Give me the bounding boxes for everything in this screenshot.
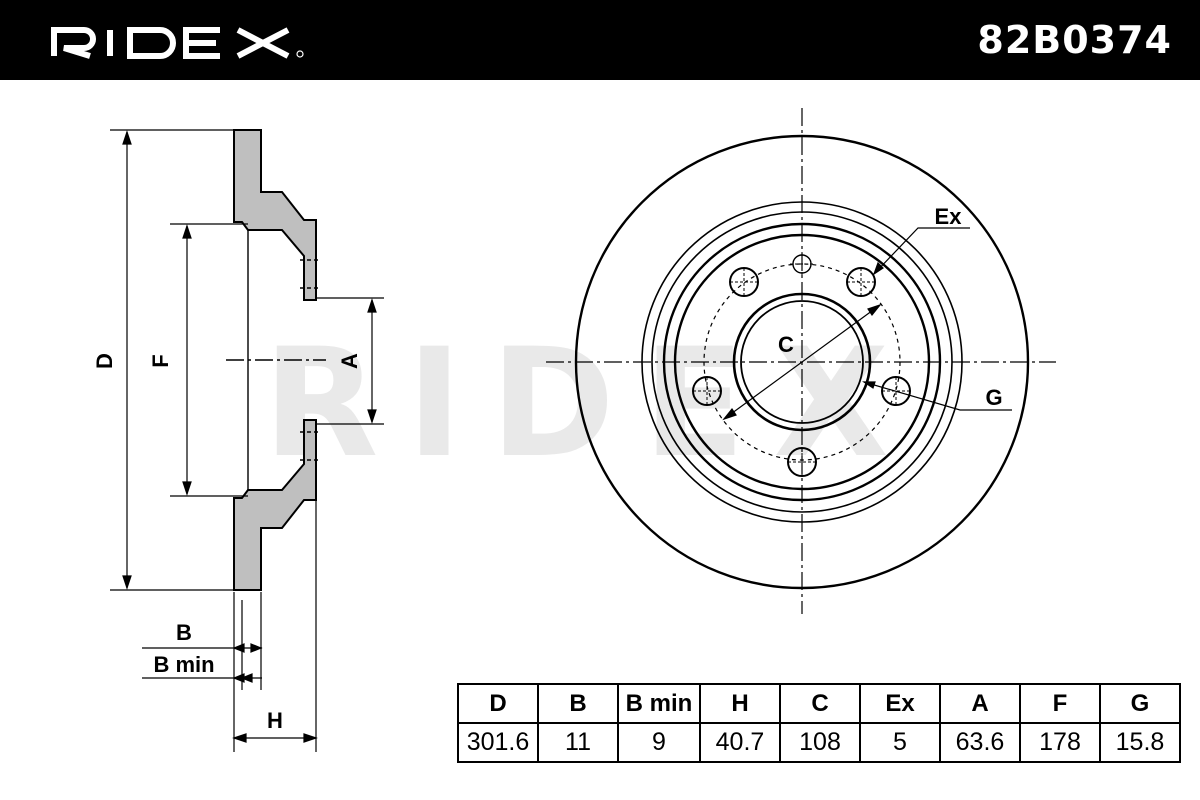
disc-front-view <box>546 108 1056 614</box>
ridex-logo <box>51 27 304 59</box>
table-header-cell: F <box>1019 683 1101 724</box>
label-C: C <box>778 332 794 357</box>
table-header-row: D B B min H C Ex A F G <box>457 683 1181 724</box>
dimension-A <box>316 297 384 425</box>
table-cell: 15.8 <box>1099 722 1181 763</box>
table-cell: 9 <box>617 722 701 763</box>
dimension-C <box>722 303 882 421</box>
table-cell: 108 <box>779 722 861 763</box>
table-cell: 11 <box>537 722 619 763</box>
dimension-B-Bmin-H <box>142 500 318 752</box>
leader-Ex <box>872 227 970 276</box>
part-number: 82B0374 <box>977 18 1172 62</box>
label-Ex: Ex <box>935 204 963 229</box>
label-A: A <box>337 353 362 369</box>
label-D: D <box>92 353 117 369</box>
watermark-logo: RIDEX <box>263 317 917 491</box>
table-header-cell: C <box>779 683 861 724</box>
dimension-F <box>170 223 248 497</box>
label-H: H <box>267 708 283 733</box>
label-B-min: B min <box>153 652 214 677</box>
table-header-cell: A <box>939 683 1021 724</box>
table-header-cell: B min <box>617 683 701 724</box>
table-row: 301.6 11 9 40.7 108 5 63.6 178 15.8 <box>457 722 1181 763</box>
specification-table: D B B min H C Ex A F G 301.6 11 9 40.7 1… <box>457 683 1181 763</box>
label-F: F <box>148 354 173 367</box>
table-header-cell: H <box>699 683 781 724</box>
table-header-cell: Ex <box>859 683 941 724</box>
table-cell: 301.6 <box>457 722 539 763</box>
dimension-D <box>110 129 234 591</box>
table-cell: 40.7 <box>699 722 781 763</box>
table-cell: 5 <box>859 722 941 763</box>
table-header-cell: B <box>537 683 619 724</box>
label-B: B <box>176 620 192 645</box>
label-G: G <box>985 385 1002 410</box>
table-header-cell: D <box>457 683 539 724</box>
leader-G <box>862 381 1012 411</box>
header-bar: 82B0374 <box>0 0 1200 80</box>
table-header-cell: G <box>1099 683 1181 724</box>
table-cell: 178 <box>1019 722 1101 763</box>
table-cell: 63.6 <box>939 722 1021 763</box>
technical-drawing: RIDEX D F A <box>92 108 1056 752</box>
